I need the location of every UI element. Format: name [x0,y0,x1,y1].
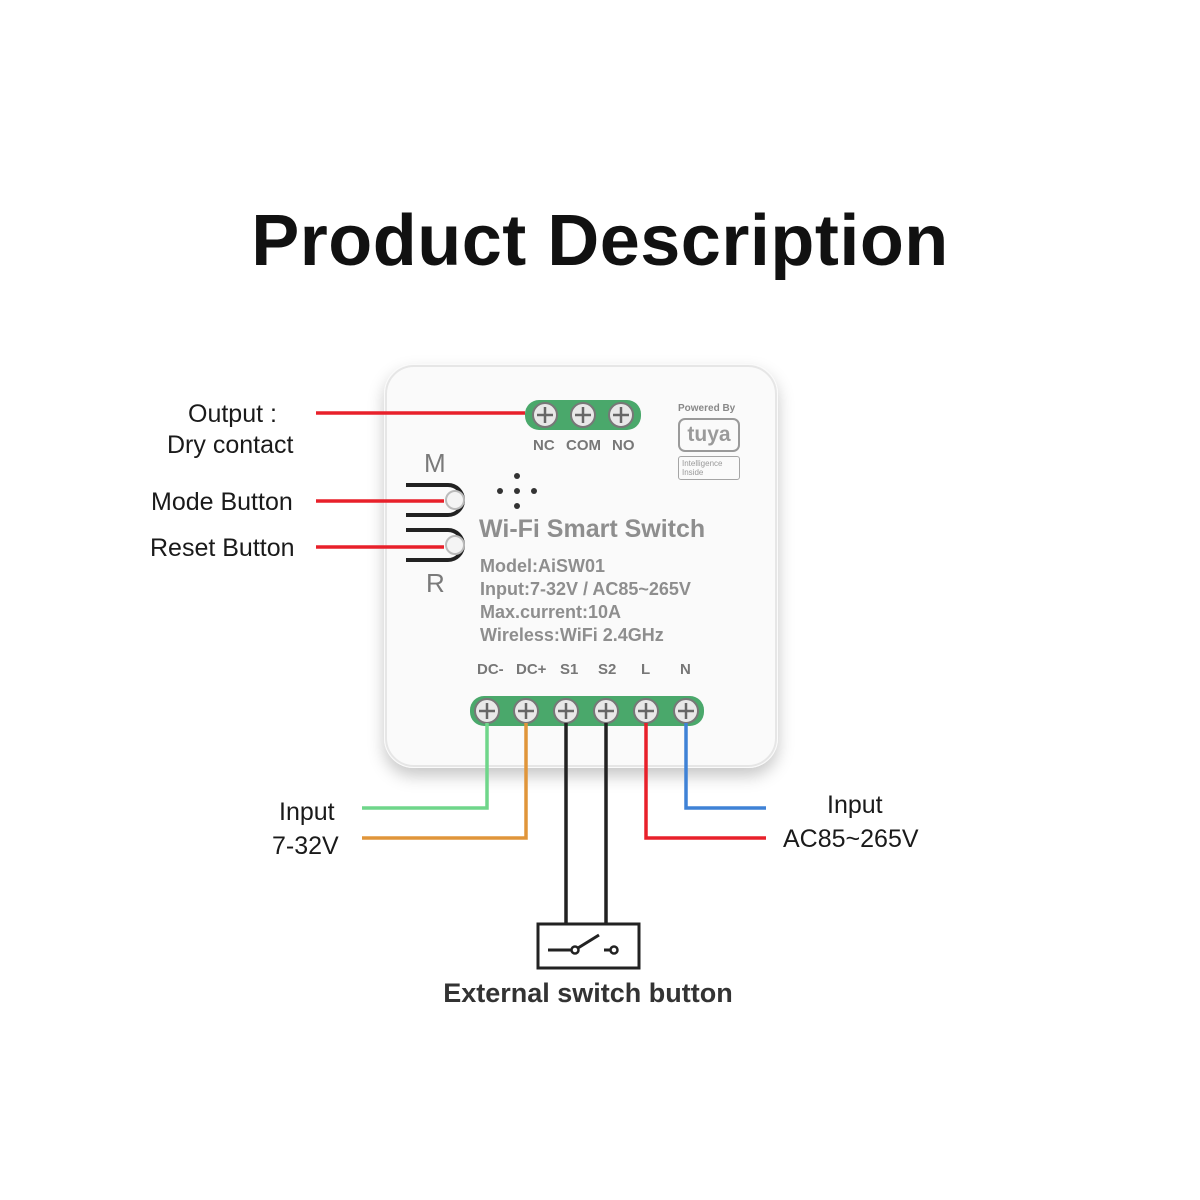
pointer-lines [316,411,525,549]
reset-button-knob[interactable] [445,535,465,555]
powered-by-text: Powered By [678,403,736,414]
intelligence-inside-badge: Intelligence Inside [678,456,740,480]
top-terminal-block [525,400,641,430]
input-dc-voltage: 7-32V [272,832,339,860]
terminal-screw-nc [532,402,558,428]
device-max-current: Max.current:10A [480,602,622,622]
output-label: Output : [188,400,277,428]
wire-l [644,723,766,840]
terminal-screw-s2 [593,698,619,724]
terminal-screw-no [608,402,634,428]
terminal-screw-dc-plus [513,698,539,724]
input-dc-label: Input [279,798,335,826]
external-switch-label: External switch button [443,978,733,1008]
terminal-label-dc-plus: DC+ [516,661,547,678]
terminal-screw-s1 [553,698,579,724]
inside-text: Inside [682,468,704,477]
terminal-label-com: COM [566,437,601,454]
device-input-spec: Input:7-32V / AC85~265V [480,579,691,599]
button-m-letter: M [424,448,446,478]
terminal-label-no: NO [612,437,635,454]
device-wireless: Wireless:WiFi 2.4GHz [480,625,664,645]
input-ac-label: Input [827,791,883,819]
intelligence-text: Intelligence [682,459,723,468]
terminal-label-nc: NC [533,437,555,454]
device-name: Wi-Fi Smart Switch [479,515,706,543]
button-r-letter: R [426,568,445,598]
terminal-screw-com [570,402,596,428]
terminal-screw-l [633,698,659,724]
wire-dc-plus [362,723,528,840]
reset-button-label: Reset Button [150,534,295,562]
terminal-screw-n [673,698,699,724]
external-switch-symbol [536,922,641,970]
page-title: Product Description [251,201,949,281]
wire-n [684,723,766,810]
terminal-label-n: N [680,661,691,678]
mode-button-label: Mode Button [151,488,293,516]
tuya-logo: tuya [678,418,740,452]
bottom-terminal-block [470,696,704,726]
dry-contact-label: Dry contact [167,431,294,459]
terminal-screw-dc-minus [474,698,500,724]
input-ac-voltage: AC85~265V [783,825,919,853]
device-body [384,364,778,768]
wire-dc-minus [362,723,489,810]
terminal-label-dc-minus: DC- [477,661,504,678]
terminal-label-s1: S1 [560,661,579,678]
led-indicator [497,473,537,509]
terminal-label-s2: S2 [598,661,617,678]
mode-reset-buttons [406,483,465,562]
mode-button-knob[interactable] [445,490,465,510]
terminal-label-l: L [641,661,651,678]
device-model: Model:AiSW01 [480,556,606,576]
